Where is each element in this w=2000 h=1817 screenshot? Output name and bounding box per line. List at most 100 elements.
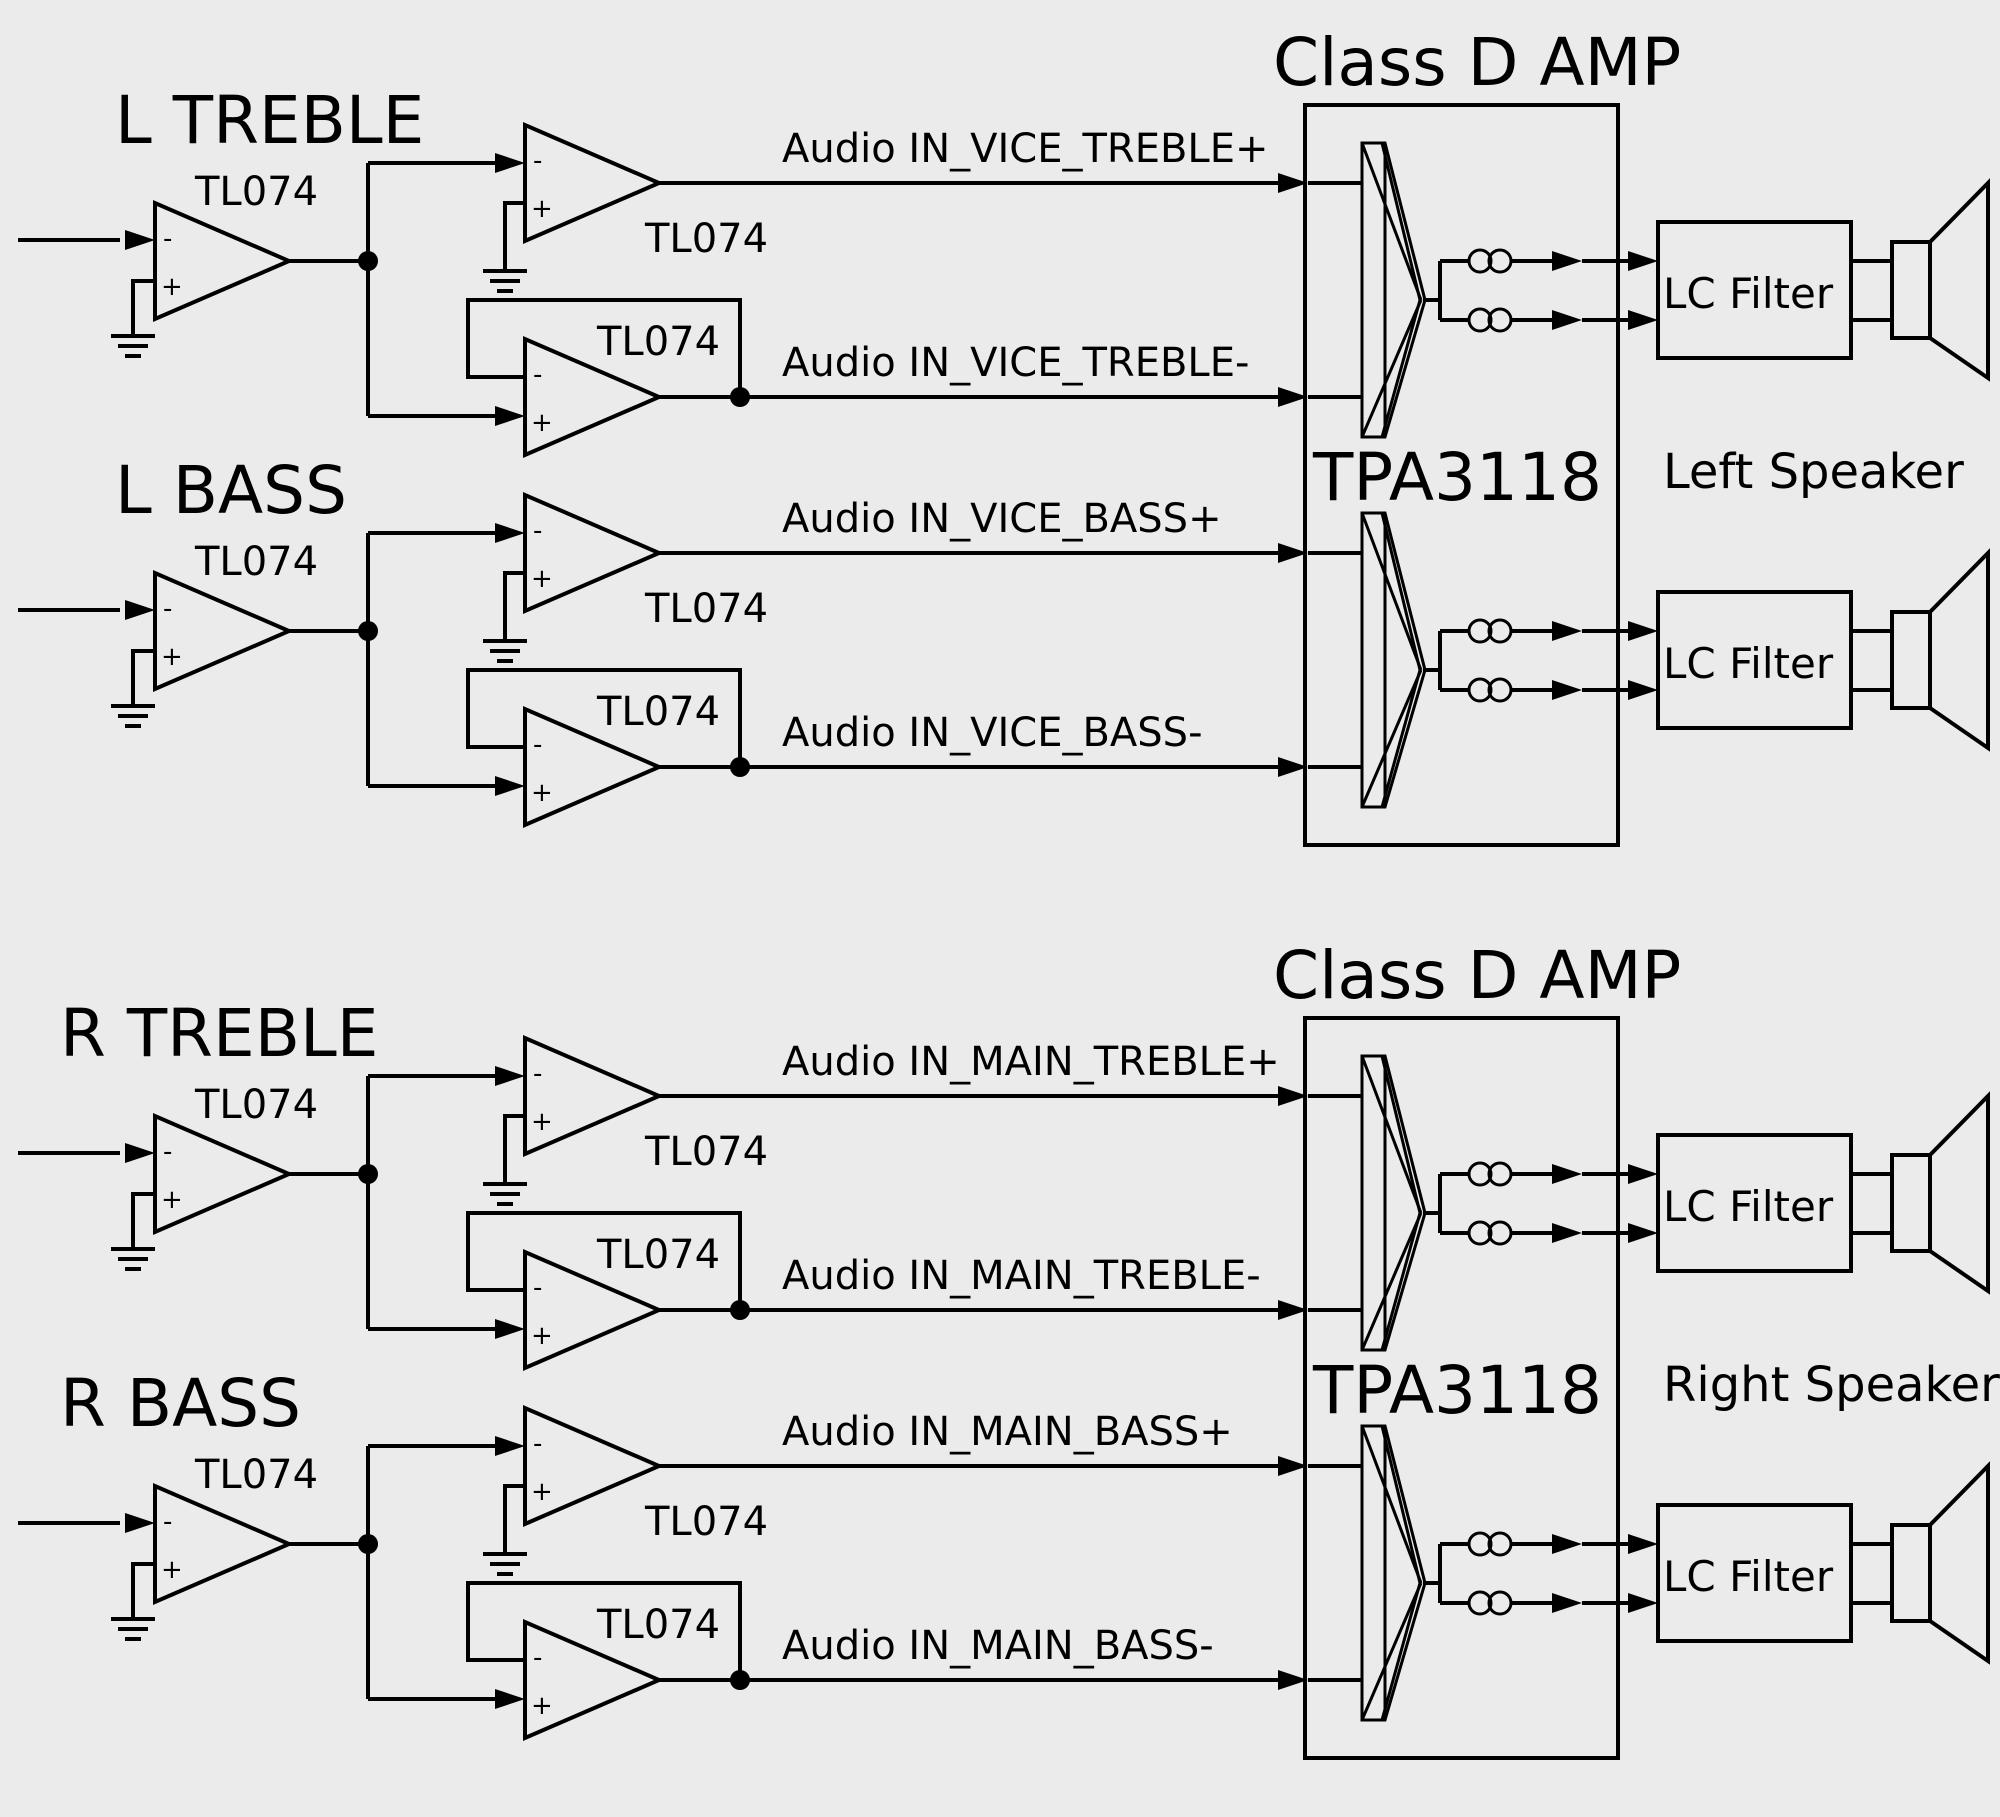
signal-plus-line: Audio IN_VICE_TREBLE+ [659,126,1308,193]
minus-input-sign: - [533,516,542,546]
signal-minus-label: Audio IN_VICE_BASS- [782,710,1203,756]
lc-filter-box: LC Filter [1656,590,1853,730]
signal-plus-label: Audio IN_MAIN_BASS+ [782,1409,1233,1455]
output-minus-line [1440,1590,1658,1616]
inductor-coil [1467,1531,1493,1557]
negative-opamp-part-label: TL074 [596,1602,720,1648]
signal-plus-label: Audio IN_VICE_TREBLE+ [782,126,1269,172]
arrow-head [1628,680,1658,700]
signal-minus-line: Audio IN_VICE_TREBLE- [659,340,1308,407]
arrow-head [1278,1086,1308,1106]
signal-plus-label: Audio IN_MAIN_TREBLE+ [782,1039,1280,1085]
output-minus-line [1440,307,1658,333]
inductor-coil [1467,677,1493,703]
arrow-head [1278,387,1308,407]
plus-input-sign: + [161,1555,183,1585]
speaker-label: Left Speaker [1663,444,1964,500]
arrow-head [1552,680,1582,700]
lc-filter-box: LC Filter [1656,1503,1853,1643]
arrow-head [1552,1593,1582,1613]
arrow-head [495,523,525,543]
signal-minus-line: Audio IN_MAIN_TREBLE- [659,1253,1308,1320]
negative-output-opamp: -+ [523,335,665,459]
arrow-head [1278,543,1308,563]
minus-input-sign: - [163,224,172,254]
ground-icon [483,1538,527,1576]
arrow-head [1278,173,1308,193]
minus-input-sign: - [163,1137,172,1167]
input-buffer-part-label: TL074 [194,1452,318,1498]
arrow-head [495,776,525,796]
ground-icon [111,320,155,358]
lc-filter-label: LC Filter [1663,269,1834,318]
ground-icon [483,1168,527,1206]
negative-output-opamp: -+ [523,705,665,829]
section-label: L TREBLE [115,82,424,159]
lc-filter-label: LC Filter [1663,639,1834,688]
section-label: R TREBLE [60,995,378,1072]
ground-icon [483,625,527,663]
arrow-head [1278,757,1308,777]
negative-output-opamp: -+ [523,1248,665,1372]
arrow-head [1628,310,1658,330]
signal-minus-label: Audio IN_MAIN_BASS- [782,1623,1214,1669]
arrow-head [1552,621,1582,641]
positive-opamp-part-label: TL074 [644,216,768,262]
arrow-head [1278,1670,1308,1690]
input-buffer-opamp: -+ [153,569,295,693]
plus-input-sign: + [161,272,183,302]
arrow-head [1552,310,1582,330]
inductor-coil [1467,307,1493,333]
class-d-stage [1360,1424,1427,1722]
plus-input-sign: + [531,194,553,224]
speaker-label: Right Speaker [1663,1357,2000,1413]
plus-input-sign: + [531,1691,553,1721]
arrow-head [1552,1223,1582,1243]
negative-opamp-part-label: TL074 [596,1232,720,1278]
arrow-head [495,1066,525,1086]
signal-plus-line: Audio IN_MAIN_BASS+ [659,1409,1308,1476]
arrow-head [495,1689,525,1709]
plus-input-sign: + [531,408,553,438]
arrow-head [1628,1223,1658,1243]
output-minus-line [1440,1220,1658,1246]
input-buffer-part-label: TL074 [194,539,318,585]
arrow-head [495,1436,525,1456]
class-d-amp-title: Class D AMP [1273,24,1681,101]
arrow-head [495,1319,525,1339]
arrow-head [1552,1534,1582,1554]
lc-filter-label: LC Filter [1663,1552,1834,1601]
amplifier-chip-label: TPA3118 [1312,439,1602,516]
inductor-coil [1467,618,1493,644]
signal-minus-line: Audio IN_VICE_BASS- [659,710,1308,777]
lc-filter-label: LC Filter [1663,1182,1834,1231]
output-minus-line [1440,677,1658,703]
positive-output-opamp: -+ [523,1034,665,1158]
speaker-icon [1851,1091,1990,1295]
output-plus-line [1440,248,1658,274]
arrow-head [1278,1300,1308,1320]
inductor-coil [1467,1590,1493,1616]
section-label: L BASS [115,452,347,529]
signal-plus-label: Audio IN_VICE_BASS+ [782,496,1222,542]
arrow-head [1628,1593,1658,1613]
class-d-amp-block: Class D AMP TPA3118 [1273,24,1681,847]
positive-opamp-part-label: TL074 [644,1499,768,1545]
negative-opamp-part-label: TL074 [596,689,720,735]
class-d-stage [1360,511,1427,809]
minus-input-sign: - [533,146,542,176]
lc-filter-box: LC Filter [1656,220,1853,360]
class-d-stage [1360,1054,1427,1352]
inductor-coil [1467,1161,1493,1187]
lc-filter-box: LC Filter [1656,1133,1853,1273]
ground-icon [111,1603,155,1641]
input-buffer-opamp: -+ [153,1482,295,1606]
arrow-head [1278,1456,1308,1476]
speaker-icon [1851,178,1990,382]
